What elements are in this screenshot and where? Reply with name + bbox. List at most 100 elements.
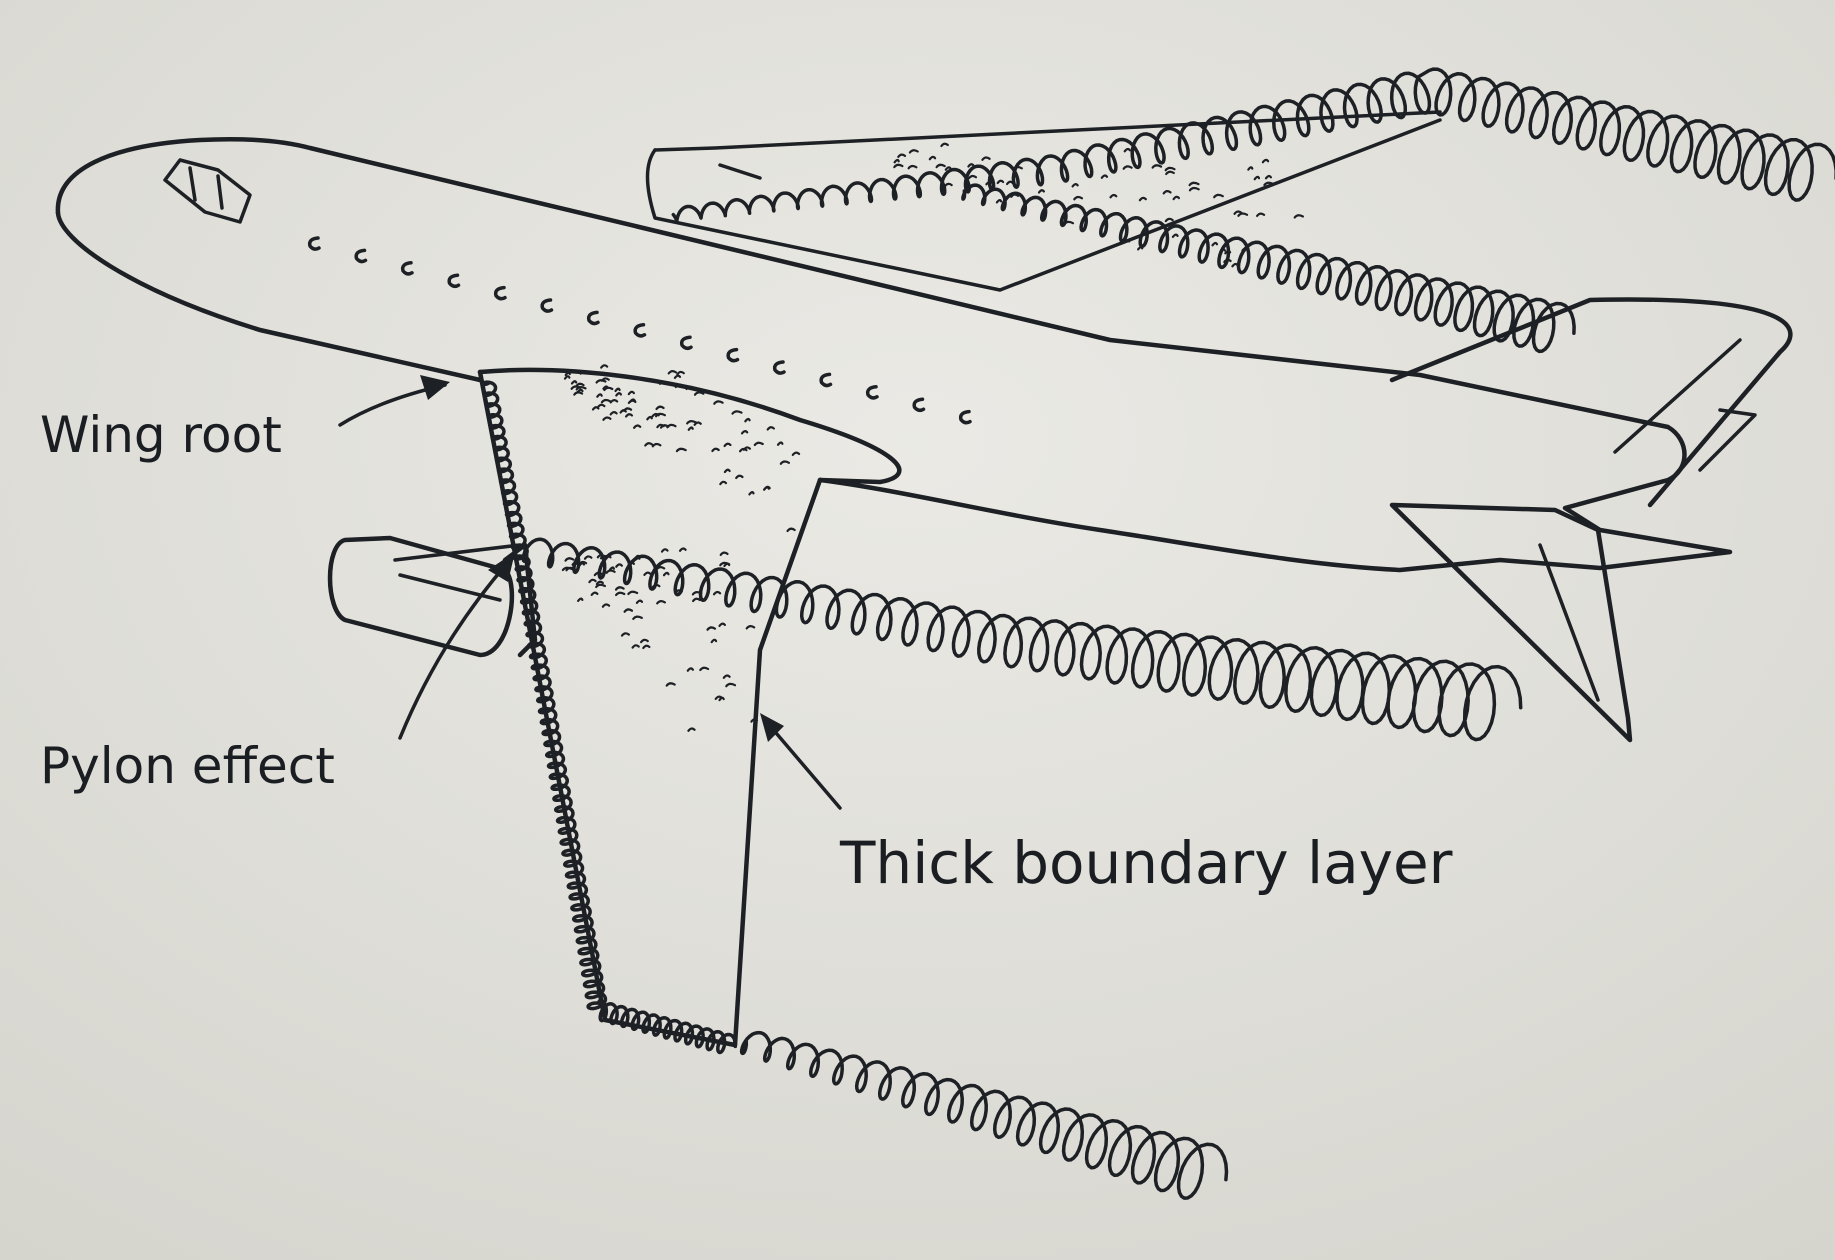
passenger-window [726,347,740,363]
boundary-layer-mark [583,555,593,560]
far-wing-turbulence-mark [1037,189,1045,194]
passenger-window [586,310,600,326]
boundary-layer-mark [627,590,639,596]
boundary-layer-mark [655,405,665,411]
far-wing-turbulence-mark [944,166,952,171]
far-wing-turbulence-mark [1006,180,1014,186]
far-wing-turbulence-mark [1261,158,1270,164]
boundary-layer-mark [723,468,731,474]
boundary-layer-mark [666,423,677,429]
boundary-layer-mark [563,375,571,380]
boundary-layer-mark [600,398,612,404]
pylon-effect-arrowhead [488,552,515,582]
boundary-layer-mark [595,583,606,589]
boundary-layer-mark [590,591,599,596]
boundary-layer-mark [602,416,612,421]
passenger-windows [307,236,972,425]
far-wing-turbulence-mark [985,180,994,186]
boundary-layer-mark [656,600,666,605]
boundary-layer-mark [691,591,703,596]
boundary-layer-mark [609,399,619,404]
boundary-layer-mark [593,571,604,577]
far-wing-turbulence-mark [967,174,978,180]
far-wing-turbulence-mark [1293,214,1304,219]
boundary-layer-mark [643,571,652,576]
pylon-effect-arrow [398,558,512,740]
far-wing-turbulence-mark [1172,195,1180,201]
far-wing-turbulence-mark [1231,262,1239,268]
far-wing-turbulence-mark [996,179,1005,185]
boundary-layer-mark [686,420,697,425]
passenger-window [679,335,693,351]
far-wing-turbulence-mark [943,182,953,188]
passenger-window [865,385,879,400]
boundary-layer-mark [786,527,796,533]
boundary-layer-mark [739,447,748,453]
boundary-layer-mark [748,491,755,496]
boundary-layer-mark [600,364,609,369]
boundary-layer-mark [753,441,764,447]
far-wing-turbulence-mark [928,155,937,161]
boundary-layer-mark [578,562,586,567]
far-wing-turbulence-mark [1247,166,1254,171]
boundary-layer-mark [627,390,635,396]
boundary-layer-mark [633,424,642,429]
far-wing-turbulence-mark [1109,193,1118,199]
boundary-layer-mark [693,421,702,426]
far-wing-turbulence-mark [1100,174,1109,179]
pylon-effect-label: Pylon effect [40,737,335,795]
boundary-layer-mark [602,385,609,390]
boundary-layer-mark [718,696,725,702]
far-wing-lower-coil [961,183,1576,354]
passenger-window [307,236,321,251]
boundary-layer-mark [646,415,653,421]
boundary-layer-mark [699,666,710,672]
boundary-layer-arrowhead [760,713,784,742]
boundary-layer-mark [678,547,687,552]
boundary-layer-mark [710,638,718,644]
boundary-layer-mark [588,578,597,584]
far-wing-turbulence-mark [897,153,907,158]
boundary-layer-mark [776,441,784,446]
boundary-layer-mark [632,615,643,620]
passenger-window [819,372,833,388]
boundary-layer-mark [660,548,669,553]
boundary-layer-mark [625,413,634,418]
boundary-layer-mark [711,447,720,453]
horizontal-stabilizer [1389,502,1633,743]
boundary-layer-mark [674,589,683,594]
wing-edge-vortex-coil [480,380,738,1055]
boundary-layer-mark [615,591,626,597]
boundary-layer-mark [665,682,676,687]
leader-arrows [338,375,842,810]
boundary-layer-mark [644,442,654,447]
far-wing-turbulence-mark [1164,217,1174,223]
boundary-layer-mark [620,632,630,637]
far-wing-turbulence-mark [1010,193,1020,198]
boundary-layer-mark [674,383,685,389]
boundary-layer-mark [596,403,606,409]
boundary-layer-mark [596,393,603,398]
boundary-layer-mark [723,442,732,448]
wing-root-label: Wing root [40,406,282,464]
boundary-layer-mark [719,551,729,556]
boundary-layer-mark [675,447,687,453]
boundary-layer-mark [615,392,622,397]
boundary-layer-mark [631,644,640,649]
far-wing-turbulence-mark [995,199,1003,204]
far-wing-turbulence-mark [1256,212,1266,217]
boundary-layer-mark [740,430,749,435]
far-wing-turbulence-mark [1237,212,1249,217]
far-wing-turbulence-mark [1123,147,1132,153]
boundary-layer-mark [676,370,685,376]
far-wing-turbulence-mark [1138,196,1147,202]
far-wing-turbulence-mark [1122,165,1133,170]
far-wing-turbulence-mark [1137,246,1144,251]
boundary-layer-mark [718,622,726,627]
far-wing-turbulence-mark [1171,233,1179,238]
boundary-layer-mark [687,426,694,431]
boundary-layer-mark [662,571,670,577]
boundary-layer-mark [706,626,717,631]
boundary-layer-mark [687,727,696,732]
